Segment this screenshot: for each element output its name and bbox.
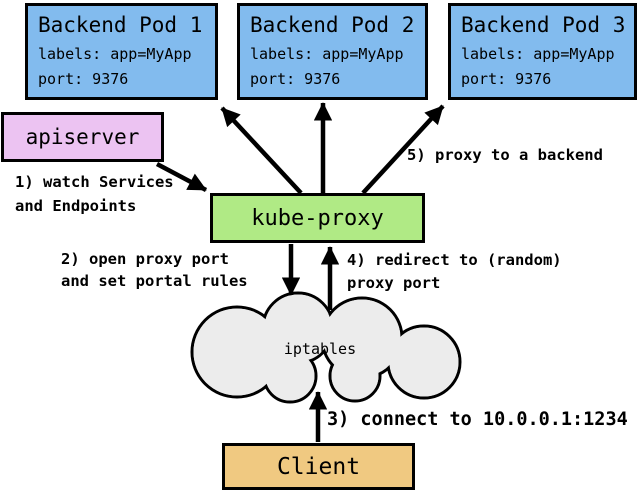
iptables-label: iptables (283, 340, 357, 358)
step1-label: 1) watch Services and Endpoints (15, 170, 174, 218)
arrow-kubeproxy-to-pod1 (220, 106, 303, 195)
step4-line2: proxy port (347, 274, 441, 292)
kube-proxy-label: kube-proxy (251, 205, 384, 231)
pod-port: port: 9376 (38, 70, 129, 88)
pod-labels: labels: app=MyApp (38, 45, 192, 63)
step1-line1: 1) watch Services (15, 173, 174, 191)
client-box: Client (222, 443, 415, 490)
pod-port: port: 9376 (461, 70, 552, 88)
backend-pod-2-box: Backend Pod 2 labels: app=MyApp port: 93… (237, 3, 428, 100)
step2-label: 2) open proxy port and set portal rules (61, 248, 248, 292)
step4-label: 4) redirect to (random) proxy port (347, 249, 562, 295)
apiserver-label: apiserver (25, 125, 140, 149)
pod-title: Backend Pod 3 (461, 13, 626, 37)
pod-labels: labels: app=MyApp (250, 45, 404, 63)
step1-line2: and Endpoints (15, 197, 137, 215)
kube-proxy-box: kube-proxy (210, 193, 425, 243)
pod-title: Backend Pod 1 (38, 13, 203, 37)
step2-line2: and set portal rules (61, 272, 248, 290)
pod-title: Backend Pod 2 (250, 13, 415, 37)
client-label: Client (276, 453, 361, 480)
step5-label: 5) proxy to a backend (407, 143, 603, 167)
backend-pod-3-box: Backend Pod 3 labels: app=MyApp port: 93… (448, 3, 637, 100)
step5-line1: 5) proxy to a backend (407, 146, 603, 164)
step4-line1: 4) redirect to (random) (347, 251, 562, 269)
pod-labels: labels: app=MyApp (461, 45, 615, 63)
step2-line1: 2) open proxy port (61, 250, 229, 268)
backend-pod-1-box: Backend Pod 1 labels: app=MyApp port: 93… (25, 3, 218, 100)
pod-port: port: 9376 (250, 70, 341, 88)
step3-line1: 3) connect to 10.0.0.1:1234 (327, 409, 628, 430)
apiserver-box: apiserver (1, 112, 164, 162)
step3-label: 3) connect to 10.0.0.1:1234 (327, 408, 628, 432)
